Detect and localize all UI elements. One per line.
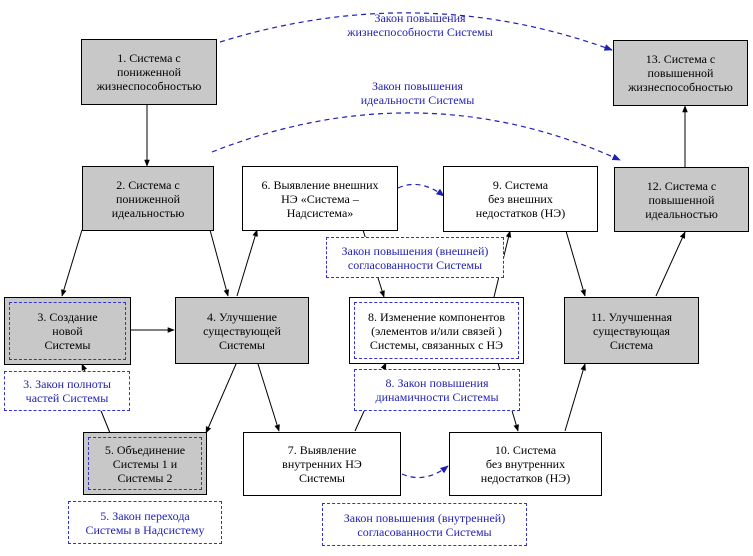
node-3-new-system: 3. Создание новой Системы xyxy=(4,297,131,365)
node-10-no-internal-defects: 10. Система без внутренних недостатков (… xyxy=(449,432,602,496)
law-arc-vitality xyxy=(219,12,613,51)
law-internal-consistency: Закон повышения (внутренней) согласованн… xyxy=(322,503,527,546)
node-6-external-ne: 6. Выявление внешних НЭ «Система – Надси… xyxy=(242,166,398,231)
law-supersystem: 5. Закон перехода Системы в Надсистему xyxy=(68,501,222,544)
node-1-low-vitality: 1. Система с пониженной жизнеспособность… xyxy=(81,39,217,105)
node-8-change-components: 8. Изменение компонентов (элементов и/ил… xyxy=(349,297,524,364)
dashed-arrow-6-to-9 xyxy=(397,183,445,197)
node-8-inner: 8. Изменение компонентов (элементов и/ил… xyxy=(354,302,519,359)
law-ideality: Закон повышения идеальности Системы xyxy=(360,79,475,107)
node-5-merge-systems: 5. Объединение Системы 1 и Системы 2 xyxy=(83,432,207,495)
arrow-11-to-12 xyxy=(655,231,686,297)
law-external-consistency: Закон повышения (внешней) согласованност… xyxy=(326,237,504,278)
law-vitality: Закон повышения жизнеспособности Системы xyxy=(347,11,493,39)
node-5-inner: 5. Объединение Системы 1 и Системы 2 xyxy=(88,437,202,490)
law-arc-ideality xyxy=(211,112,621,161)
node-12-high-ideality: 12. Система с повышенной идеальностью xyxy=(614,167,749,232)
arrow-4-to-7 xyxy=(257,363,280,432)
arrow-4-to-6 xyxy=(236,229,258,297)
arrow-10-to-11 xyxy=(564,363,586,432)
node-13-high-vitality: 13. Система с повышенной жизнеспособност… xyxy=(613,40,748,106)
law-dynamics: 8. Закон повышения динамичности Системы xyxy=(354,369,520,411)
node-9-no-external-defects: 9. Система без внешних недостатков (НЭ) xyxy=(443,166,598,232)
arrow-9-to-11 xyxy=(565,230,586,297)
arrow-2-to-4 xyxy=(209,229,230,297)
node-4-improve-existing: 4. Улучшение существующей Системы xyxy=(175,297,309,364)
node-2-low-ideality: 2. Система с пониженной идеальностью xyxy=(82,166,214,231)
node-7-internal-ne: 7. Выявление внутренних НЭ Системы xyxy=(243,432,401,496)
arrow-2-to-3 xyxy=(61,229,83,297)
node-3-inner: 3. Создание новой Системы xyxy=(9,302,126,360)
node-11-improved-existing: 11. Улучшенная существующая Система xyxy=(564,297,699,364)
arrow-4-to-5 xyxy=(205,363,237,434)
law-completeness: 3. Закон полноты частей Системы xyxy=(4,371,130,411)
dashed-arrow-7-to-10 xyxy=(401,465,449,479)
